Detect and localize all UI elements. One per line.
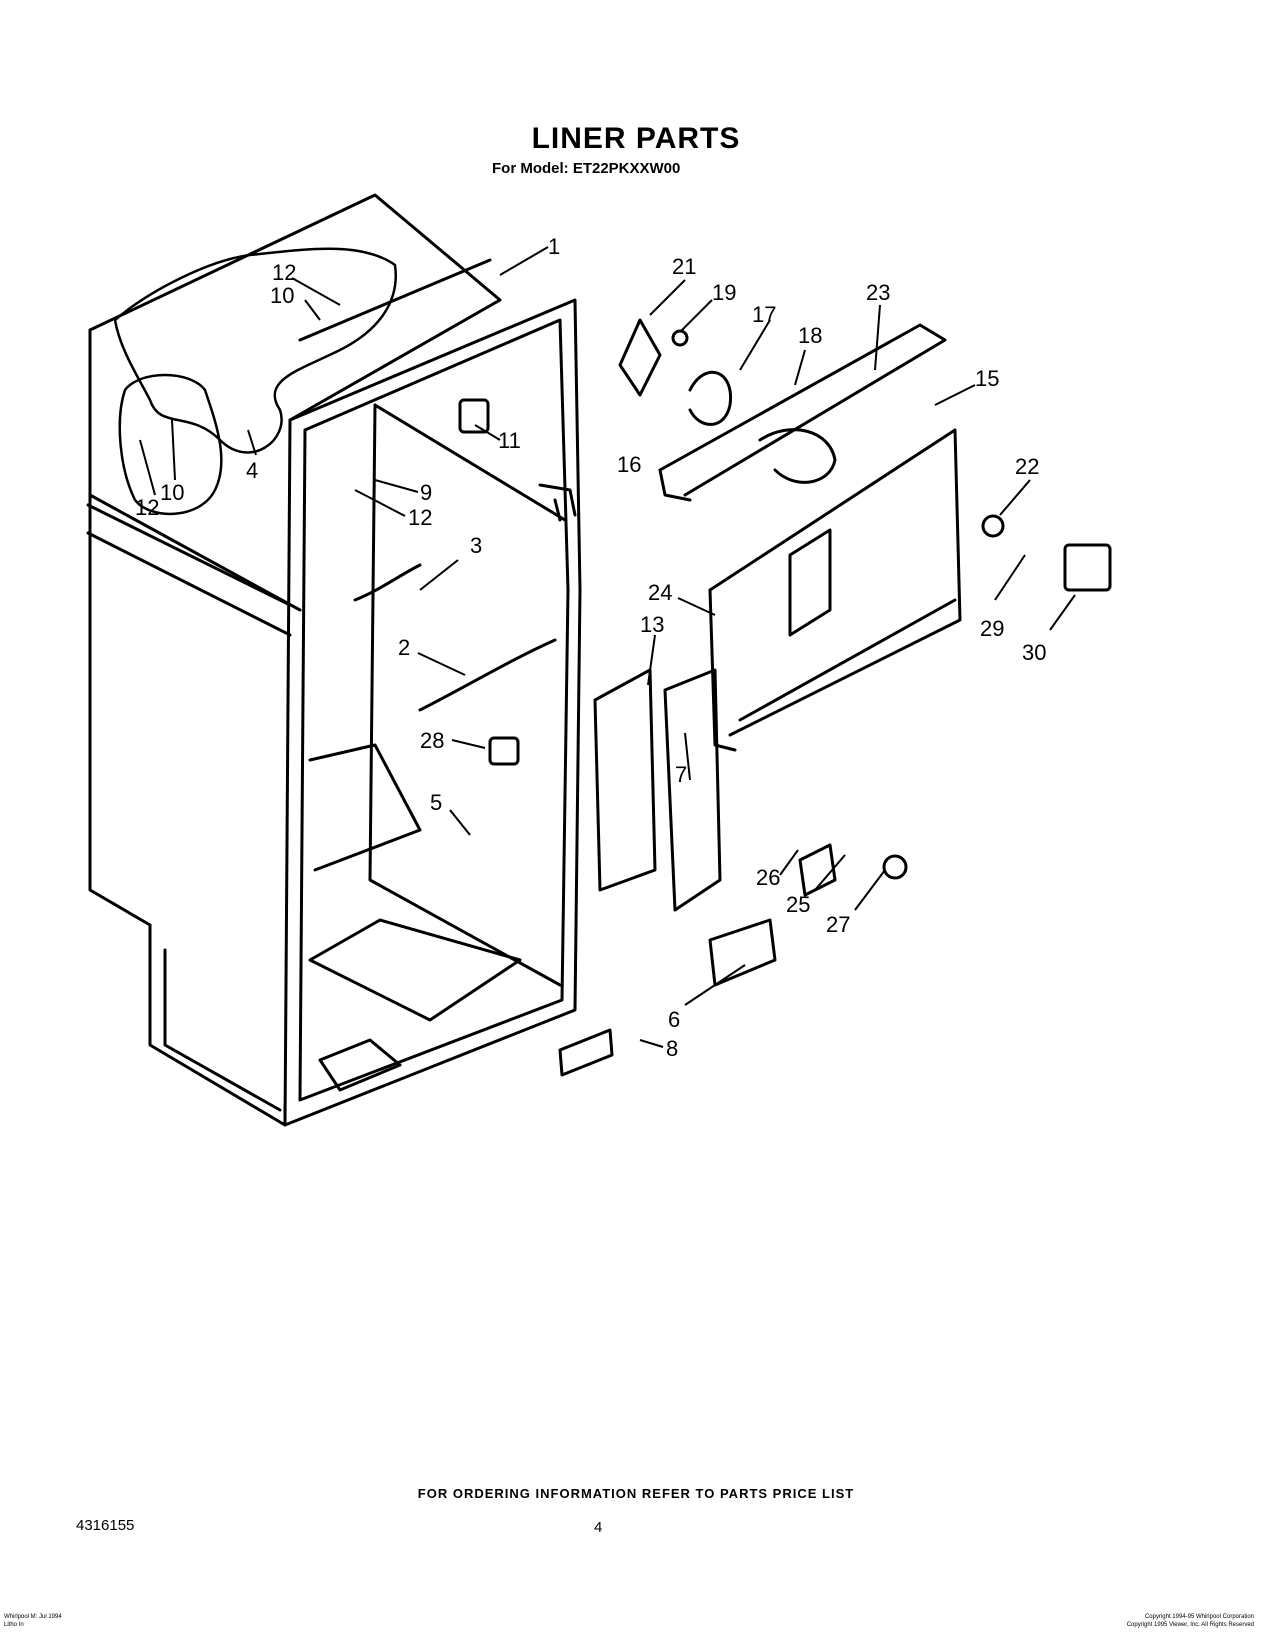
callout-label: 9 [420,480,432,505]
fine-print-left: Whirlpool M: Jul 1994 Litho In [4,1613,62,1629]
model-subtitle: For Model: ET22PKXXW00 [492,160,681,177]
callout-label: 12 [408,505,432,530]
fine-print-right-2: Copyright 1995 Viewer, Inc. All Rights R… [1126,1622,1254,1628]
callout-label: 3 [470,533,482,558]
housing-30 [1063,543,1112,592]
leader-lines [139,246,1076,1048]
callout-label: 6 [668,1007,680,1032]
callout-label: 5 [430,790,442,815]
screw-19 [671,329,689,347]
callout-label: 16 [617,452,641,477]
liner-cabinet [86,193,582,1127]
fine-print-left-1: Whirlpool M: Jul 1994 [4,1614,62,1620]
callout-label: 25 [786,892,810,917]
callout-label: 30 [1022,640,1046,665]
harness-3 [353,563,422,602]
callout-label: 15 [975,366,999,391]
callout-label: 1 [548,234,560,259]
ordering-note: FOR ORDERING INFORMATION REFER TO PARTS … [417,1486,855,1501]
strip-8 [558,1028,614,1077]
bracket-6 [708,918,777,987]
callout-label: 12 [135,495,159,520]
callout-label: 7 [675,762,687,787]
knob-27 [882,854,908,880]
callout-label: 27 [826,912,850,937]
fine-print-right: Copyright 1994-95 Whirlpool Corporation … [1127,1613,1254,1629]
bracket-7 [663,668,722,912]
callout-label: 17 [752,302,776,327]
socket-22 [981,514,1005,538]
callout-label: 4 [246,458,258,483]
callout-label: 22 [1015,454,1039,479]
harness-2 [418,638,557,712]
callout-label: 24 [648,580,672,605]
fine-print-left-2: Litho In [4,1622,24,1628]
evaporator-cover [708,428,962,752]
plate-26 [798,843,837,897]
callout-label: 26 [756,865,780,890]
callout-labels: 1 2 3 4 5 6 7 8 9 10 10 11 12 12 12 13 1… [135,234,1046,1061]
part-number: 4316155 [76,1517,135,1534]
callout-label: 28 [420,728,444,753]
fan-duct-assembly [618,318,947,502]
fine-print-right-1: Copyright 1994-95 Whirlpool Corporation [1144,1614,1254,1620]
switch-28 [488,736,520,766]
callout-label: 8 [666,1036,678,1061]
callout-label: 18 [798,323,822,348]
panel-13 [593,668,657,892]
callout-label: 13 [640,612,664,637]
callout-label: 21 [672,254,696,279]
switch-11 [458,398,490,434]
callout-label: 11 [498,428,521,453]
callout-label: 12 [272,260,296,285]
callout-label: 10 [270,283,294,308]
callout-label: 23 [866,280,890,305]
page-number: 4 [594,1519,603,1536]
callout-label: 10 [160,480,184,505]
callout-label: 2 [398,635,410,660]
callout-label: 19 [712,280,736,305]
callout-label: 29 [980,616,1004,641]
page-title: LINER PARTS [531,122,741,155]
